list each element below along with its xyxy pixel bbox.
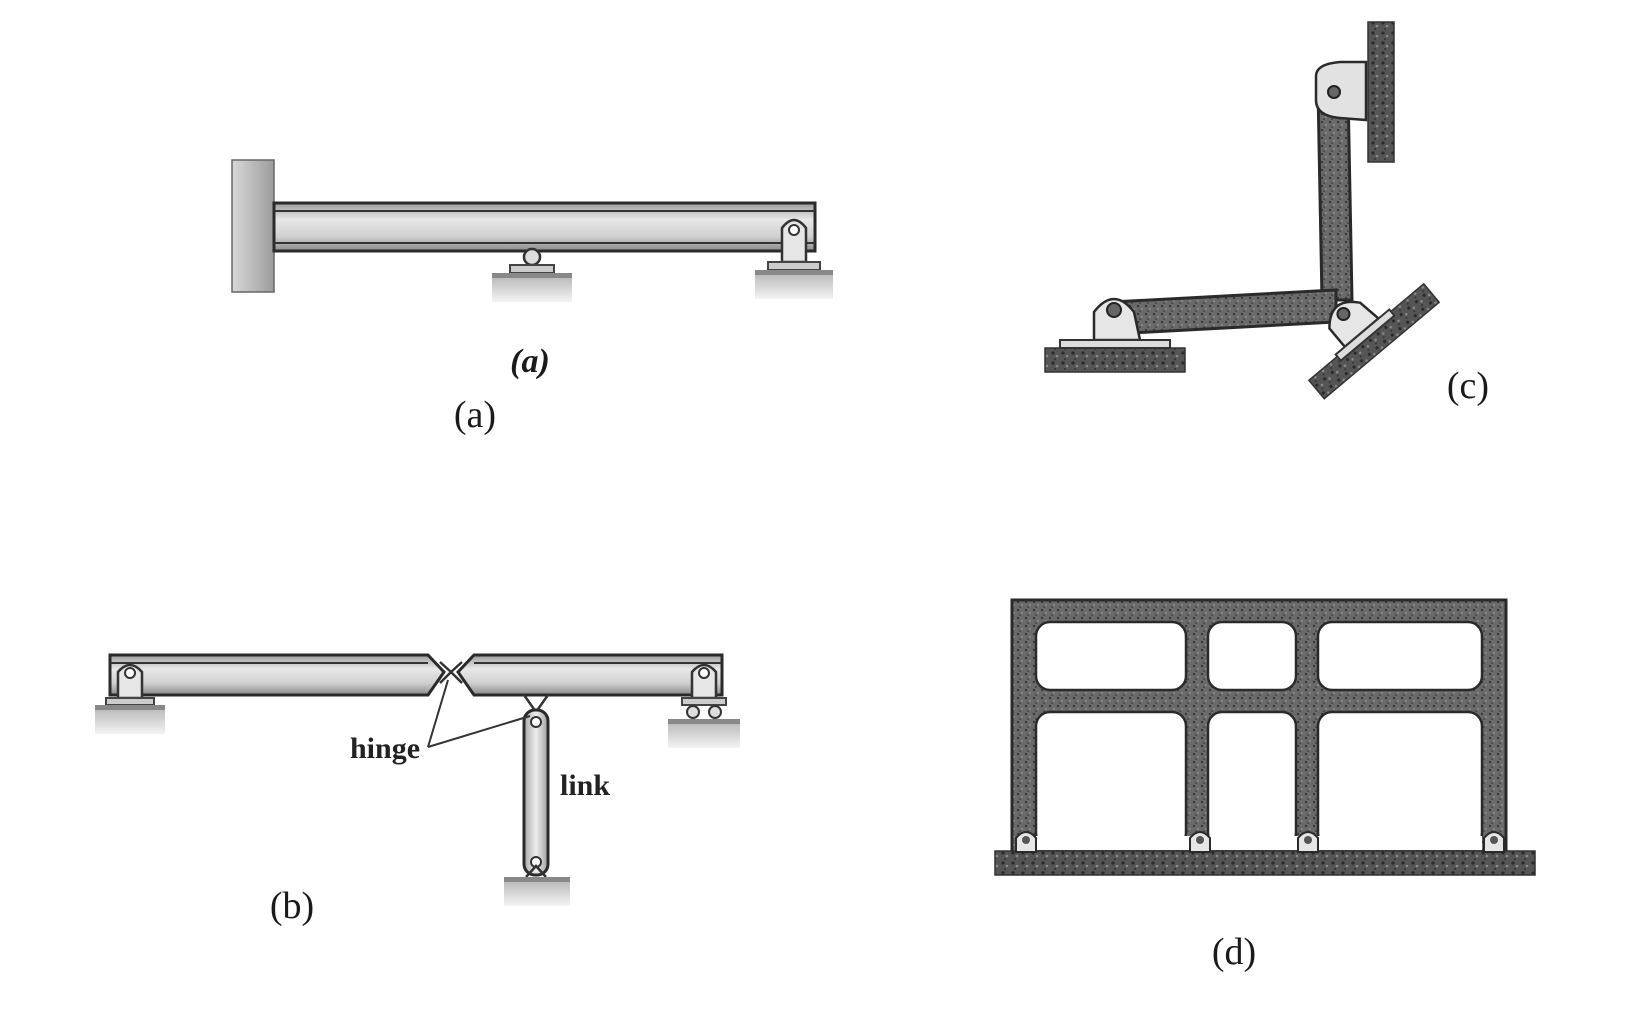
frame-d	[1010, 598, 1508, 862]
roller-support-b-right	[668, 663, 740, 748]
supports-d	[1015, 831, 1505, 853]
bracket-c-top	[1314, 60, 1368, 122]
base-c-left	[1044, 347, 1186, 373]
caption-a: (a)	[454, 394, 496, 436]
hinge-leader-lines	[427, 679, 531, 748]
caption-b: (b)	[270, 885, 314, 927]
pin-support-b-left	[95, 663, 165, 734]
beam-b-right	[456, 653, 724, 697]
hinge-label: hinge	[350, 732, 420, 765]
figure-d: (d)	[994, 598, 1536, 973]
caption-c: (c)	[1447, 365, 1489, 407]
member-c-vertical	[1316, 88, 1354, 302]
link-member	[522, 708, 550, 877]
pin-support-c-left	[1059, 297, 1171, 349]
link-bottom-support	[504, 864, 570, 906]
hinge-joint	[439, 661, 463, 684]
fixed-wall	[231, 159, 275, 293]
caption-a-bold: (a)	[510, 343, 550, 380]
roller-support-a	[492, 247, 572, 302]
figure-c: (c)	[1044, 21, 1489, 407]
figure-a: (a) (a)	[231, 159, 833, 436]
beam-b-left	[108, 653, 446, 697]
link-label: link	[560, 769, 610, 802]
base-d	[994, 850, 1536, 876]
pin-support-a	[755, 218, 833, 299]
caption-d: (d)	[1212, 931, 1256, 973]
pin-support-c-inclined	[1328, 300, 1396, 363]
wall-c-top	[1367, 21, 1395, 163]
member-c-horizontal	[1110, 288, 1338, 336]
beam-a	[272, 201, 817, 253]
figure-b: hinge link (b)	[95, 653, 740, 927]
